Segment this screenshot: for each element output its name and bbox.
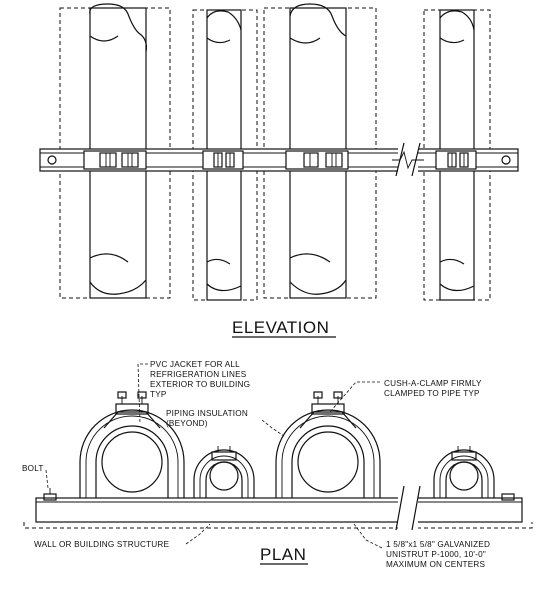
note-pvc-jacket: PVC JACKET FOR ALL REFRIGERATION LINES E… [150,360,253,399]
plan-pipe-large-1 [79,391,185,498]
note-insulation: PIPING INSULATION (BEYOND) [166,409,250,428]
elevation-clamp-2 [202,150,244,170]
leader-pvc-jacket [137,363,148,425]
plan-title: PLAN [260,545,306,564]
elevation-clamp-1 [83,150,147,170]
plan-pipe-large-2 [275,391,381,498]
plan-view: PVC JACKET FOR ALL REFRIGERATION LINES E… [22,360,533,569]
plan-pipe-small-2 [433,446,495,498]
plan-unistrut-base [35,485,523,531]
channel-bolt-hole-right [501,155,511,165]
bolt-left [43,493,57,501]
leader-bolt [45,469,49,489]
note-wall: WALL OR BUILDING STRUCTURE [34,540,169,549]
note-unistrut: 1 5/8"x1 5/8" GALVANIZED UNISTRUT P-1000… [386,540,493,569]
plan-pipe-small-1 [193,446,255,498]
elevation-clamp-3 [285,150,349,170]
channel-bolt-hole-left [47,155,57,165]
note-cush-clamp: CUSH-A-CLAMP FIRMLY CLAMPED TO PIPE TYP [384,379,484,398]
leader-wall [185,523,211,545]
leader-cush-clamp [329,381,380,413]
leader-unistrut [353,523,383,549]
elevation-clamp-4 [435,150,477,170]
elevation-view: ELEVATION [39,3,519,338]
elevation-title: ELEVATION [232,318,329,337]
note-bolt: BOLT [22,464,44,473]
wall-structure-outline [23,522,533,529]
elevation-clamps [83,150,477,170]
bolt-right [501,493,515,501]
plan-leaders [45,363,383,549]
leader-insulation [261,419,285,437]
